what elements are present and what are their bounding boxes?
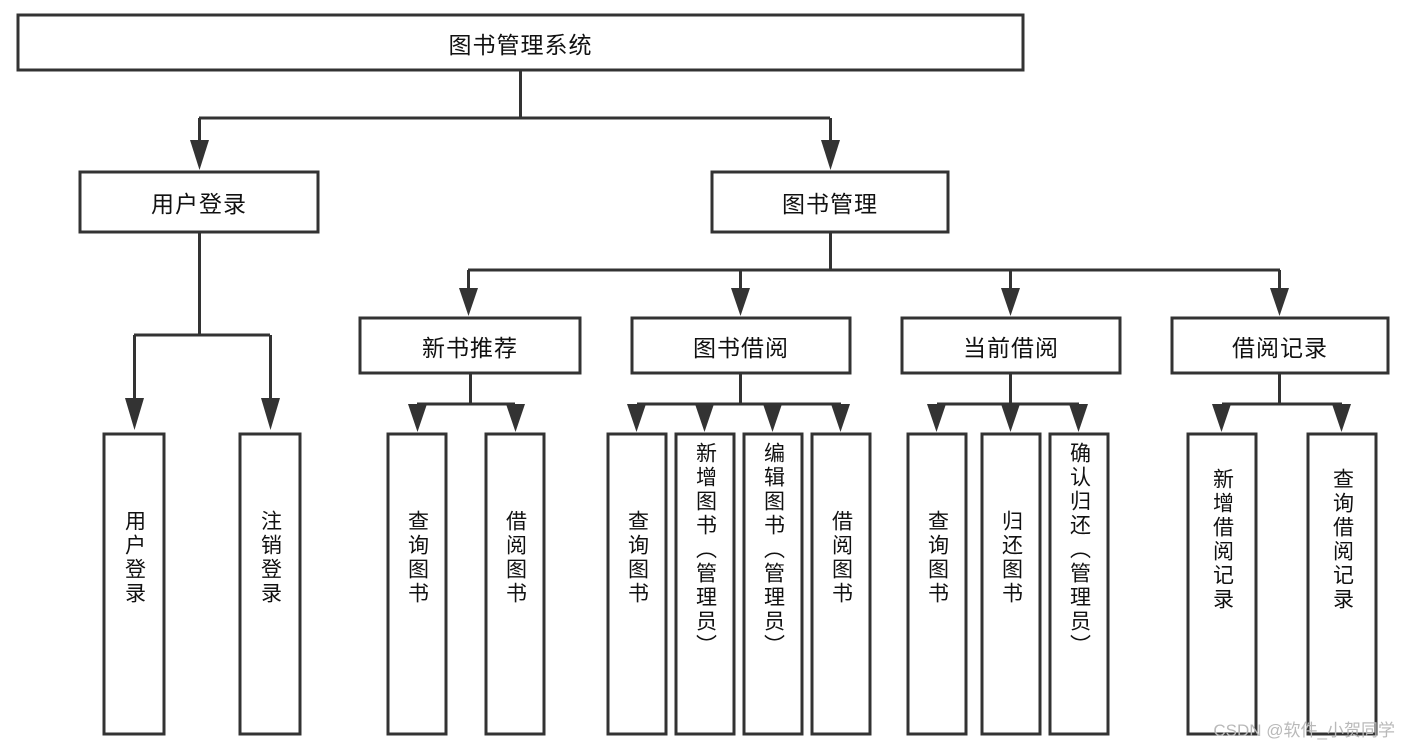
connector-group-book-borrow [627, 373, 850, 432]
arrow-head-book-borrow [731, 288, 750, 316]
arrow-head-borrow-record [1270, 288, 1289, 316]
arrow-head-new-book-recommend [459, 288, 478, 316]
arrow-head-leaf-borrow-book [831, 404, 850, 432]
arrow-head-leaf-user-login [125, 398, 144, 430]
connector-group-current-borrow [927, 373, 1088, 432]
connector-group-user-login [125, 232, 280, 430]
node-box-leaf-confirm-return[interactable] [1048, 432, 1110, 736]
node-box-leaf-borrow-book[interactable] [810, 432, 872, 736]
node-box-leaf-query-book-recommend[interactable] [386, 432, 448, 736]
node-box-leaf-borrow-book-recommend[interactable] [484, 432, 546, 736]
node-box-leaf-add-book[interactable] [674, 432, 736, 736]
connector-group-root [190, 70, 840, 170]
arrow-head-leaf-add-book [695, 404, 714, 432]
arrow-head-leaf-return-book [1001, 404, 1020, 432]
arrow-head-leaf-edit-book [763, 404, 782, 432]
arrow-head-leaf-borrow-book-recommend [506, 404, 525, 432]
node-box-leaf-query-book-current[interactable] [906, 432, 968, 736]
arrow-head-leaf-query-book-borrow [627, 404, 646, 432]
arrow-head-current-borrow [1001, 288, 1020, 316]
node-box-borrow-record[interactable] [1170, 316, 1390, 375]
arrow-head-leaf-add-borrow-record [1212, 404, 1231, 432]
node-box-leaf-query-book-borrow[interactable] [606, 432, 668, 736]
node-box-root[interactable] [16, 13, 1025, 72]
node-box-user-login[interactable] [78, 170, 320, 234]
arrow-head-leaf-query-book-recommend [408, 404, 427, 432]
node-box-leaf-logout-login[interactable] [238, 432, 302, 736]
arrow-head-user-login [190, 140, 209, 170]
connector-group-book-manage [459, 232, 1289, 316]
connector-group-borrow-record [1212, 373, 1351, 432]
node-box-leaf-add-borrow-record[interactable] [1186, 432, 1258, 736]
node-box-leaf-edit-book[interactable] [742, 432, 804, 736]
arrow-head-leaf-query-borrow-record [1332, 404, 1351, 432]
node-box-new-book-recommend[interactable] [358, 316, 582, 375]
arrow-head-book-manage [821, 140, 840, 170]
arrow-head-leaf-query-book-current [927, 404, 946, 432]
connector-group-new-book-recommend [408, 373, 525, 432]
node-box-book-manage[interactable] [710, 170, 950, 234]
arrow-head-leaf-confirm-return [1069, 404, 1088, 432]
node-box-leaf-query-borrow-record[interactable] [1306, 432, 1378, 736]
arrow-head-leaf-logout-login [261, 398, 280, 430]
node-box-book-borrow[interactable] [630, 316, 852, 375]
node-box-leaf-user-login[interactable] [102, 432, 166, 736]
node-box-current-borrow[interactable] [900, 316, 1122, 375]
node-box-leaf-return-book[interactable] [980, 432, 1042, 736]
